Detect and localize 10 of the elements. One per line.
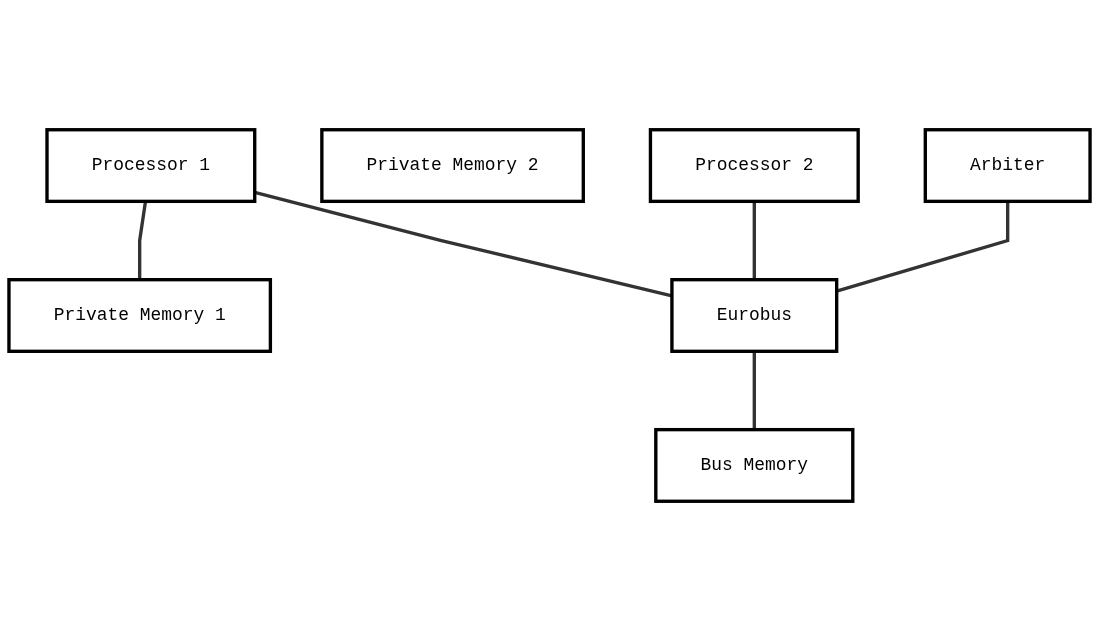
connector [138, 201, 148, 280]
node-box: Private Memory 2 [320, 128, 585, 204]
node-box: Eurobus [670, 278, 839, 353]
connector [752, 201, 756, 280]
node-box: Processor 1 [45, 128, 257, 204]
node-box: Processor 2 [648, 128, 860, 204]
node-box: Private Memory 1 [7, 278, 273, 353]
node-box: Arbiter [923, 128, 1092, 204]
connector [752, 351, 756, 430]
node-box: Bus Memory [654, 427, 855, 503]
